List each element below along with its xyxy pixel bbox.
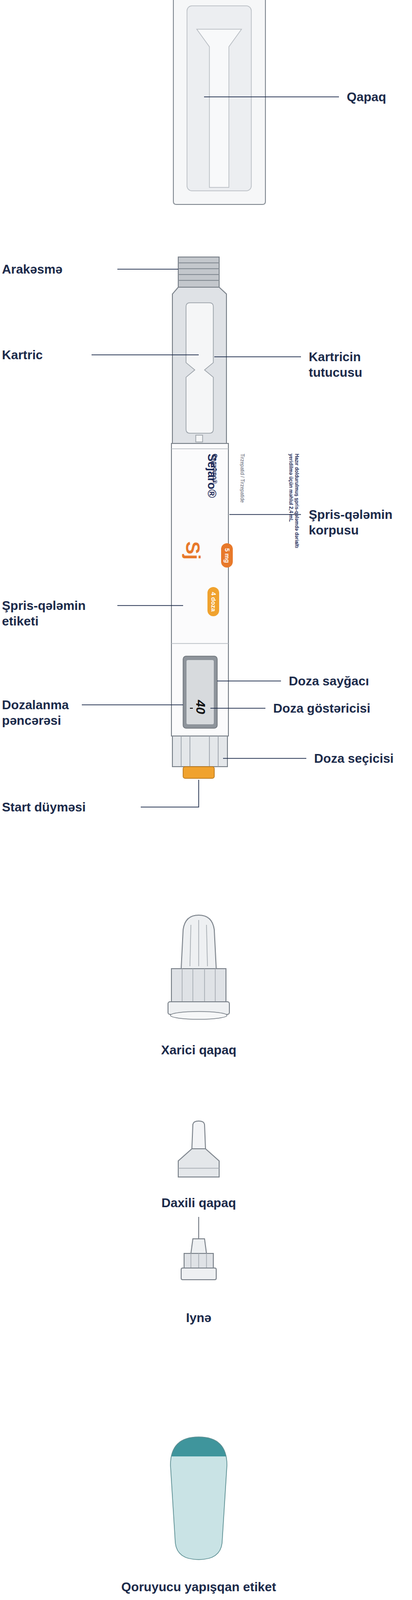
part-label: Iynə	[186, 1310, 212, 1327]
cap	[173, 0, 266, 205]
pen-label-text: Sj	[182, 541, 204, 561]
part-label: Kartricin tutucusu	[308, 349, 407, 381]
dose-selector	[172, 736, 228, 779]
pen-label-text: 40	[193, 700, 208, 715]
part-label: Start düyməsi	[1, 799, 86, 816]
needle	[181, 1217, 217, 1281]
part-label: Arakəsmə	[1, 261, 63, 278]
part-label: Dozalanma pəncərəsi	[1, 697, 100, 729]
pen-label-text: 5 mg	[221, 543, 233, 568]
part-label: Doza seçicisi	[314, 750, 394, 767]
part-label: Şpris-qələmin korpusu	[308, 506, 412, 539]
part-label: Şpris-qələmin etiketi	[1, 598, 107, 630]
protective-sticker	[165, 1431, 234, 1569]
part-label: Doza göstəricisi	[273, 700, 371, 717]
part-label: Qapaq	[346, 89, 387, 105]
part-label: Doza sayğacı	[288, 673, 370, 690]
part-label: Daxili qapaq	[161, 1195, 236, 1212]
leader-lines	[81, 96, 339, 808]
pen-label-text: Tirzepatid / Tirzepatide	[239, 453, 245, 504]
pen-label-text: Hazır doldurulmuş şpris-qələmdə dərialtı…	[287, 453, 300, 552]
part-label: Xarici qapaq	[161, 1042, 237, 1059]
pen-body	[171, 443, 229, 737]
pen-label-text: Седжаро®	[210, 453, 219, 485]
thread	[178, 257, 220, 288]
pen-label-text: 4 doza	[207, 587, 220, 617]
part-label: Qoruyucu yapışqan etiket	[121, 1579, 277, 1596]
cartridge-holder	[172, 287, 227, 446]
inner-cap	[178, 1121, 220, 1178]
outer-cap	[168, 915, 230, 1020]
part-label: Kartric	[1, 347, 43, 363]
